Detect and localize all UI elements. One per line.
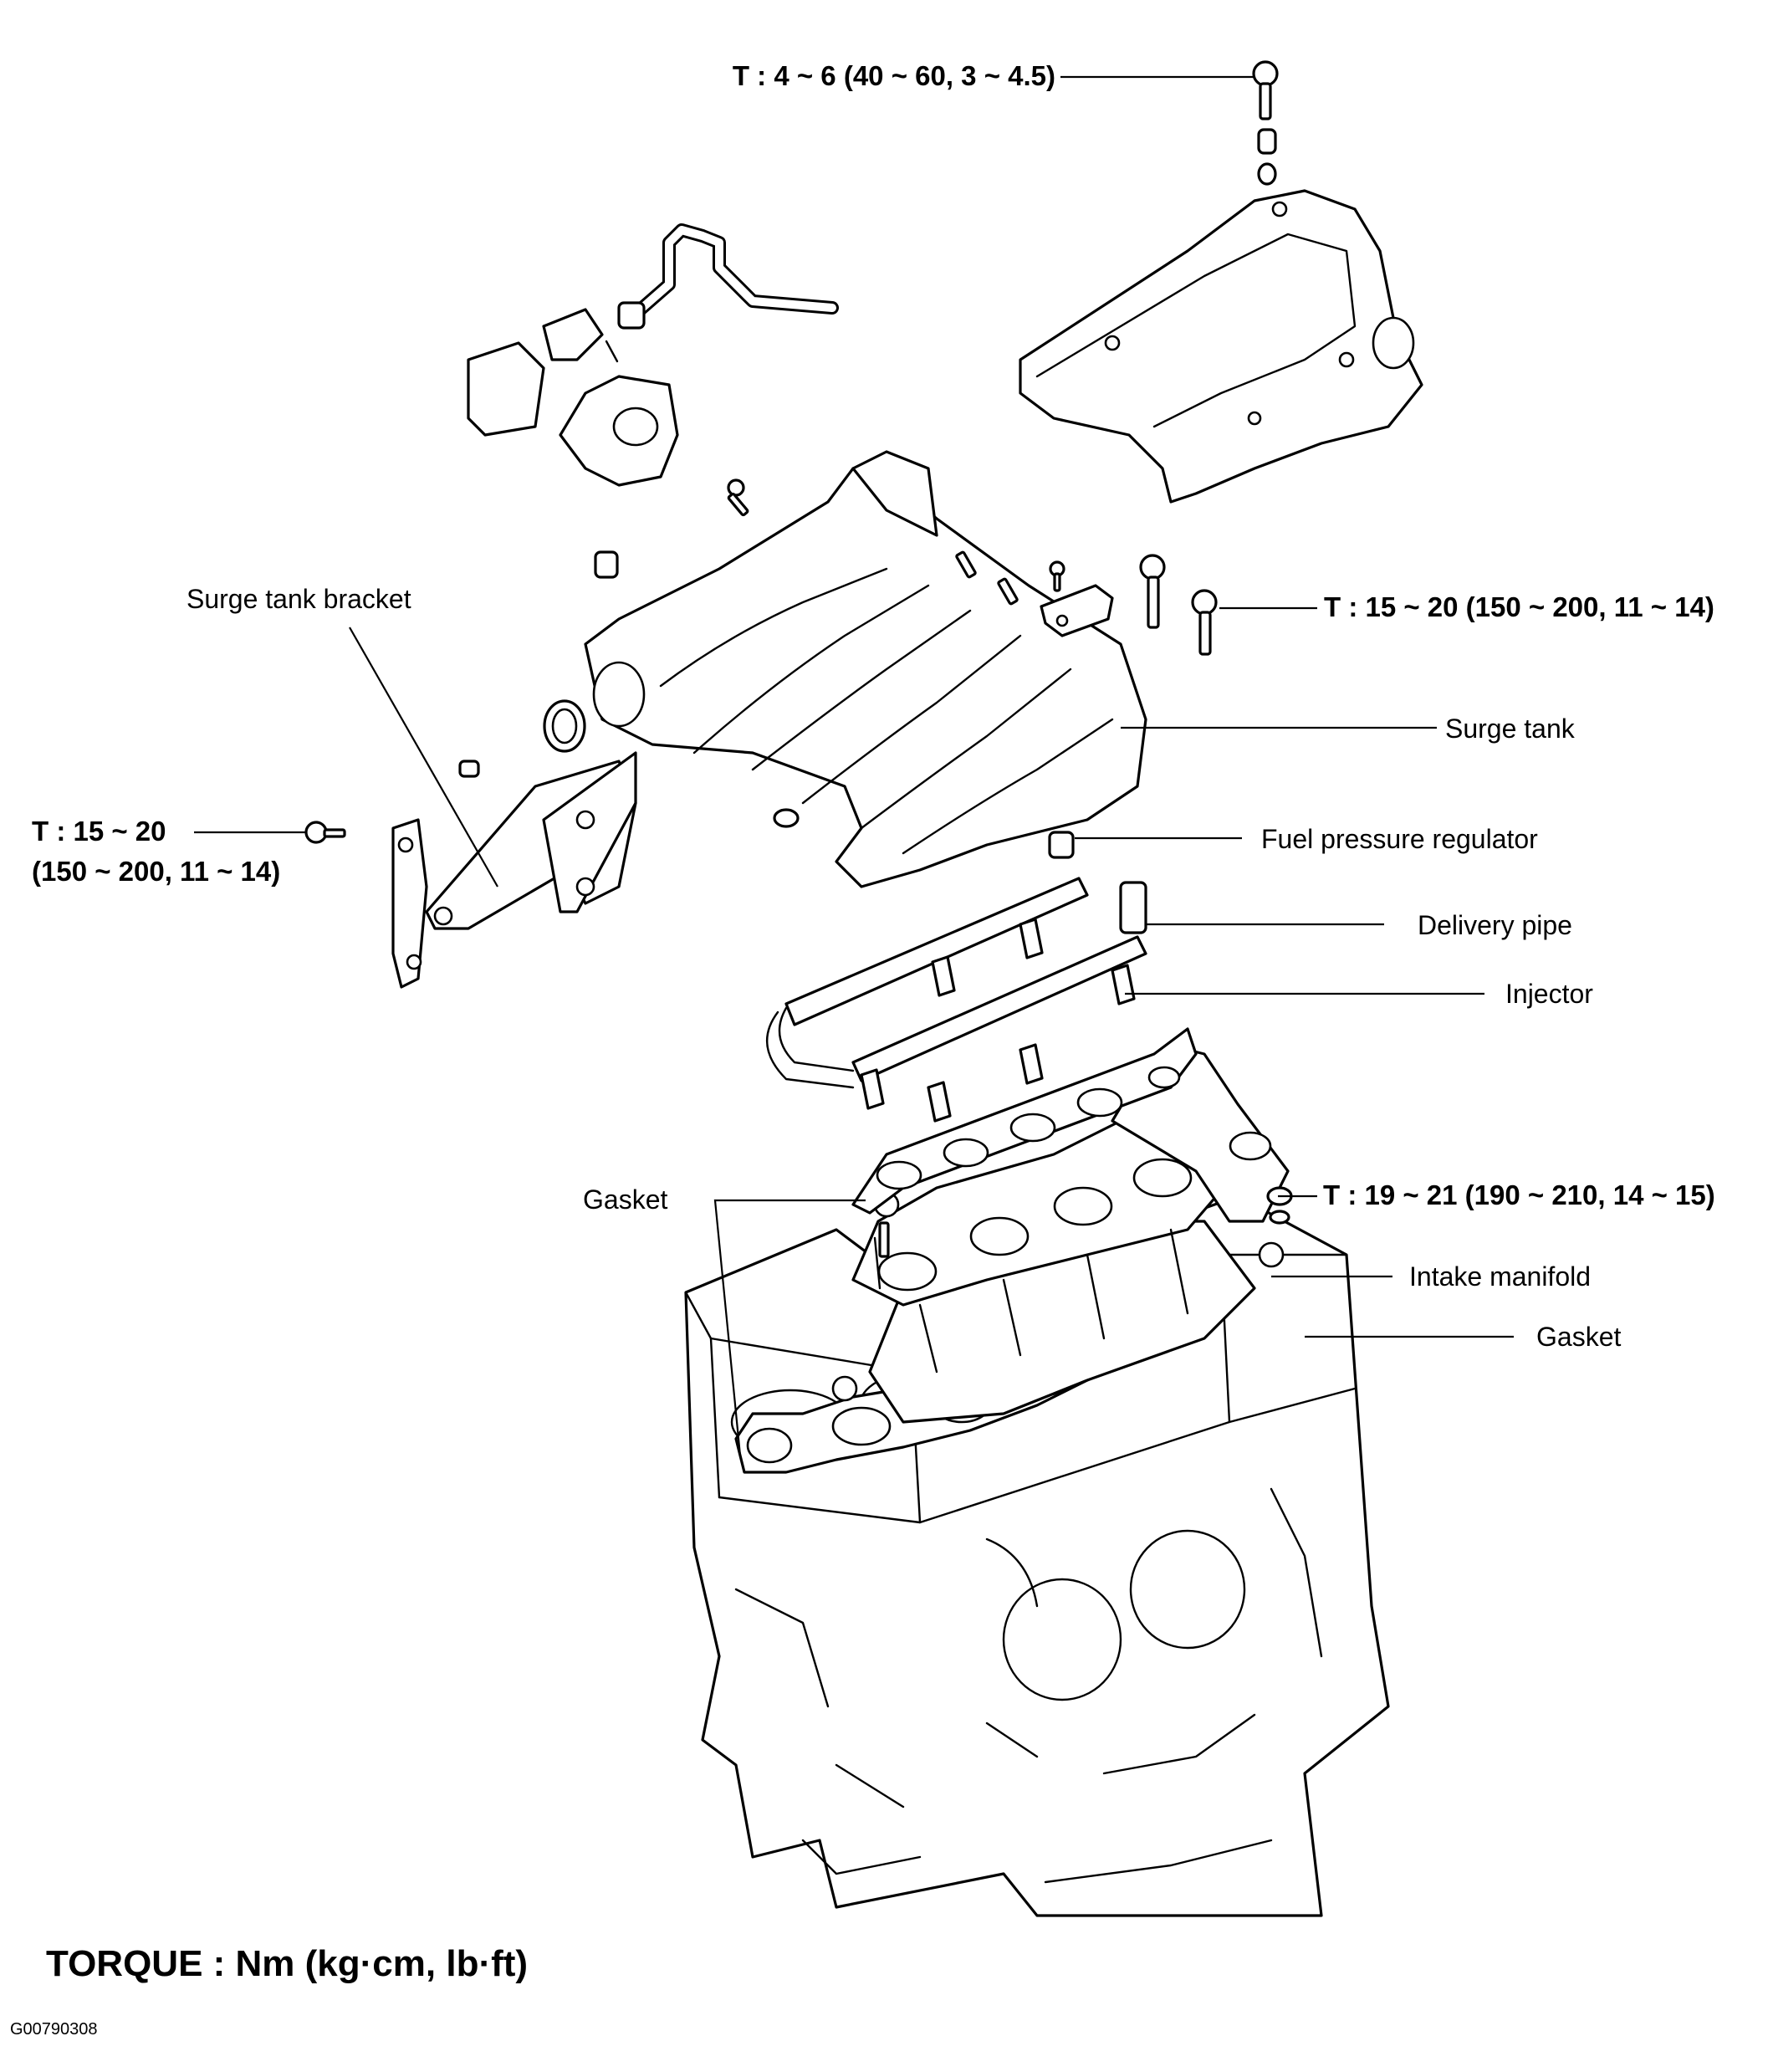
bolt-icon <box>727 478 749 517</box>
upper-gasket-shape <box>851 1027 1198 1215</box>
engine-block <box>684 1195 1390 1917</box>
bolt-icon <box>997 577 1019 606</box>
bolt-icon <box>594 550 619 579</box>
bolt-icon <box>1191 589 1218 656</box>
label-gasket-upper: Gasket <box>583 1184 667 1215</box>
bolt-icon <box>304 821 346 844</box>
washer-icon <box>1269 1210 1290 1225</box>
washer-icon <box>1257 162 1277 186</box>
bolt-icon <box>955 550 977 579</box>
label-fuel-pressure-regulator: Fuel pressure regulator <box>1261 824 1538 854</box>
bolt-icon <box>1252 60 1279 120</box>
bolt-icon <box>1049 560 1065 592</box>
torque-cover-bolt: T : 4 ~ 6 (40 ~ 60, 3 ~ 4.5) <box>733 60 1055 91</box>
label-surge-tank: Surge tank <box>1445 714 1576 744</box>
bolt-icon <box>878 1221 890 1258</box>
label-injector: Injector <box>1505 979 1593 1009</box>
torque-units-legend: TORQUE : Nm (kg·cm, lb·ft) <box>46 1943 528 1984</box>
label-delivery-pipe: Delivery pipe <box>1418 910 1572 940</box>
label-gasket-lower: Gasket <box>1536 1322 1621 1352</box>
label-intake-manifold: Intake manifold <box>1409 1261 1591 1292</box>
torque-surge-tank-bolt: T : 15 ~ 20 (150 ~ 200, 11 ~ 14) <box>1324 591 1714 622</box>
pcv-hose-shape <box>467 223 839 487</box>
nut-icon <box>773 808 800 828</box>
torque-bracket-bolt-line1: T : 15 ~ 20 <box>32 816 166 847</box>
bolt-icon <box>1139 554 1166 629</box>
torque-bracket-bolt-line2: (150 ~ 200, 11 ~ 14) <box>32 856 280 887</box>
surge-tank-bracket-shape <box>391 751 637 989</box>
torque-manifold-nut: T : 19 ~ 21 (190 ~ 210, 14 ~ 15) <box>1323 1179 1715 1210</box>
figure-id: G00790308 <box>10 2020 98 2039</box>
engine-cover-shape <box>1019 189 1423 504</box>
delivery-pipe-shape <box>766 877 1147 1089</box>
leader-lines <box>194 75 1514 1456</box>
bolt-icon <box>458 760 480 778</box>
label-surge-tank-bracket: Surge tank bracket <box>187 584 411 614</box>
regulator-icon <box>1048 831 1075 859</box>
surge-tank-stay-shape <box>1040 584 1114 637</box>
surge-tank-shape <box>543 450 1147 888</box>
washer-icon <box>1257 128 1277 155</box>
